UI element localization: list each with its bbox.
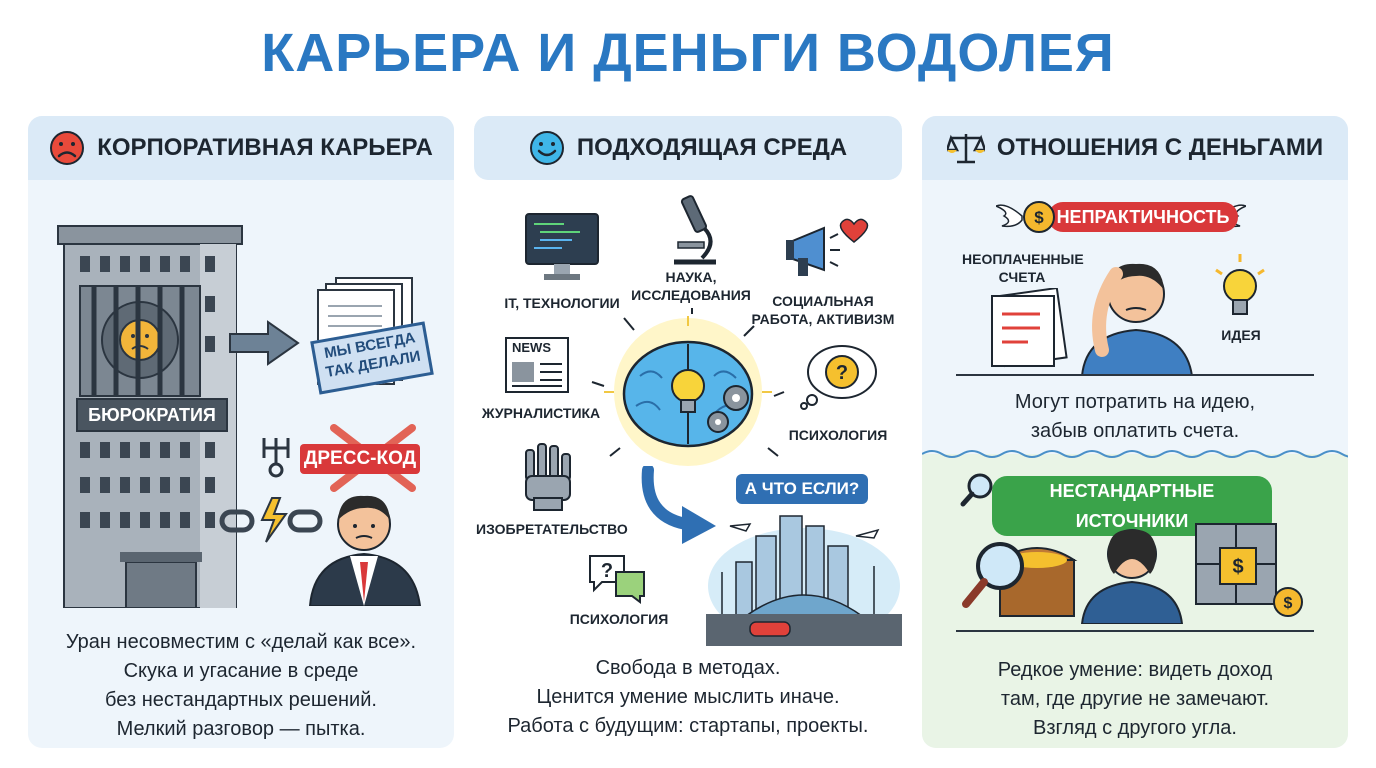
panel-corporate-career: КОРПОРАТИВНАЯ КАРЬЕРА БЮРОКРАТИЯ МЫ ВСЕГ… (28, 116, 454, 748)
social-label: СОЦИАЛЬНАЯ РАБОТА, АКТИВИЗМ (751, 293, 895, 327)
psychology-label: ПСИХОЛОГИЯ (788, 427, 888, 443)
coin-icon: $ (1023, 201, 1055, 233)
what-if-badge: А ЧТО ЕСЛИ? (736, 474, 868, 504)
panel-header: КОРПОРАТИВНАЯ КАРЬЕРА (28, 116, 454, 180)
curved-arrow-icon (641, 466, 716, 544)
svg-text:?: ? (601, 560, 613, 582)
panel-caption-2: Редкое умение: видеть доход там, где дру… (997, 659, 1273, 739)
rays-decoration (591, 308, 785, 457)
idea-label: ИДЕЯ (1221, 327, 1261, 343)
svg-text:$: $ (1232, 556, 1243, 578)
broken-chain-icon (219, 497, 323, 543)
thought-bubble-question-icon: ? (800, 345, 877, 410)
science-label: НАУКА, ИССЛЕДОВАНИЯ (631, 269, 751, 303)
robotic-hand-icon (525, 443, 571, 511)
journalism-label: ЖУРНАЛИСТИКА (481, 405, 601, 421)
panel-header: ОТНОШЕНИЯ С ДЕНЬГАМИ (922, 116, 1348, 180)
future-city-icon (706, 515, 902, 646)
dresscode-label: ДРЕСС-КОД (300, 444, 420, 474)
panel-heading: КОРПОРАТИВНАЯ КАРЬЕРА (97, 134, 433, 161)
businessman-icon (308, 495, 422, 606)
thinking-man-icon (1080, 263, 1194, 376)
panel-caption: Свобода в методах. Ценится умение мыслит… (507, 657, 869, 737)
non-standard-sources-ribbon: НЕСТАНДАРТНЫЕ ИСТОЧНИКИ (992, 476, 1272, 536)
speech-bubbles-question-icon: ? (589, 555, 645, 604)
magnifier-icon (960, 473, 993, 507)
svg-text:?: ? (836, 362, 848, 384)
panel-heading: ПОДХОДЯЩАЯ СРЕДА (576, 134, 848, 161)
lightbulb-icon (1215, 254, 1265, 315)
news-label: NEWS (512, 340, 551, 355)
treasure-chest-magnifier-icon (962, 542, 1078, 617)
newspaper-icon (505, 337, 569, 393)
panel-suitable-environment: ПОДХОДЯЩАЯ СРЕДА IT, ТЕХНОЛОГИИ НАУКА, И… (474, 116, 902, 748)
panel-money-relations: ОТНОШЕНИЯ С ДЕНЬГАМИ НЕПРАКТИЧНОСТЬ $ НЕ… (922, 116, 1348, 748)
uranus-symbol-icon (262, 438, 290, 478)
panel-caption-1: Могут потратить на идею, забыв оплатить … (1014, 391, 1256, 442)
panel-caption: Уран несовместим с «делай как все». Скук… (65, 631, 417, 740)
impracticality-ribbon: НЕПРАКТИЧНОСТЬ (1048, 202, 1238, 232)
person-back-icon (1080, 529, 1184, 624)
unpaid-bills-icon (991, 288, 1068, 368)
divider-2 (956, 630, 1314, 632)
svg-text:$: $ (1034, 208, 1044, 227)
panel-heading: ОТНОШЕНИЯ С ДЕНЬГАМИ (996, 134, 1324, 161)
divider (956, 374, 1314, 376)
it-label: IT, ТЕХНОЛОГИИ (504, 295, 620, 311)
panel-header: ПОДХОДЯЩАЯ СРЕДА (474, 116, 902, 180)
sad-face-icon (50, 131, 85, 165)
wave-divider (922, 450, 1348, 458)
invention-label: ИЗОБРЕТАТЕЛЬСТВО (476, 521, 628, 537)
megaphone-heart-icon (786, 218, 869, 276)
computer-monitor-icon (525, 213, 599, 280)
microscope-icon (674, 195, 716, 265)
brain-lightbulb-icon (604, 316, 772, 466)
arrow-right-icon (229, 320, 300, 366)
bureaucracy-label: БЮРОКРАТИЯ (76, 398, 228, 432)
psychology-label-2: ПСИХОЛОГИЯ (569, 611, 669, 627)
svg-text:$: $ (1284, 595, 1293, 612)
scales-icon (946, 134, 985, 164)
unpaid-bills-label: НЕОПЛАЧЕННЫЕ СЧЕТА (962, 251, 1084, 285)
puzzle-coins-icon: $$ (1195, 523, 1303, 617)
page-title: КАРЬЕРА И ДЕНЬГИ ВОДОЛЕЯ (261, 23, 1115, 83)
smile-face-icon (529, 131, 564, 165)
